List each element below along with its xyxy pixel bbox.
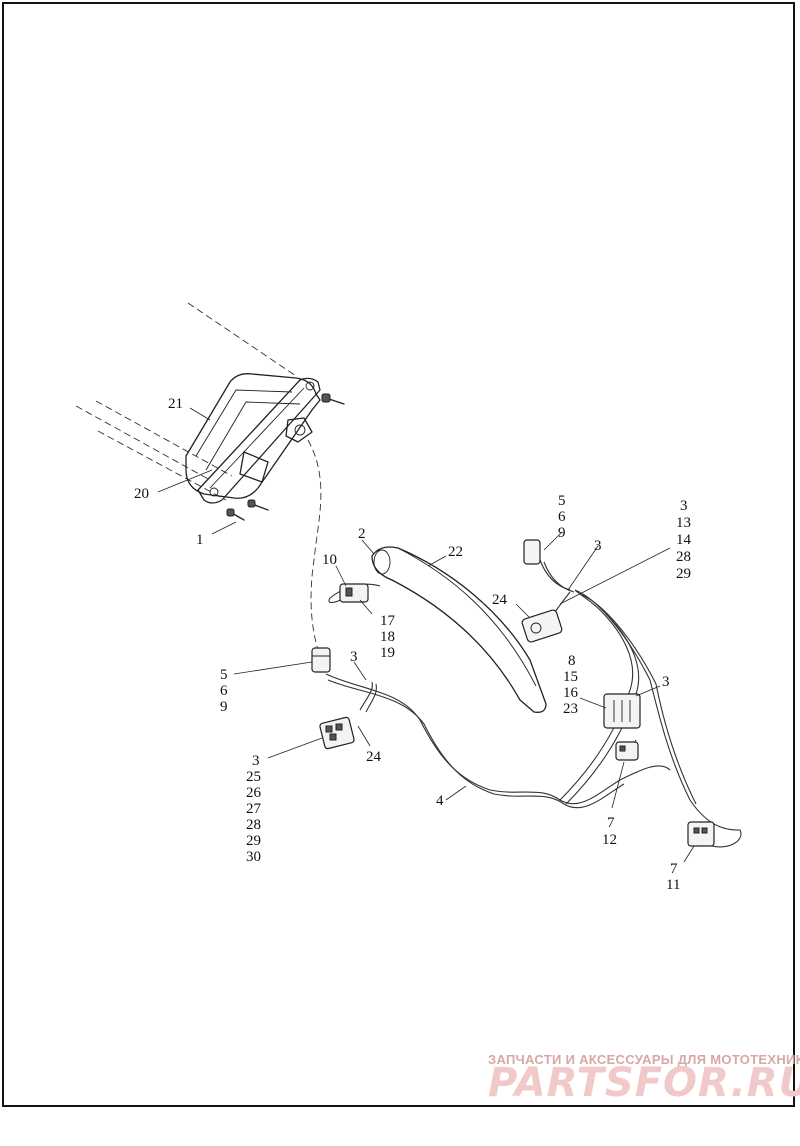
callout-20: 20 (134, 486, 149, 502)
callout-11: 11 (666, 877, 680, 893)
callout-24: 24 (492, 592, 508, 608)
callout-6: 6 (558, 509, 566, 525)
callout-15: 15 (563, 669, 578, 685)
connector-bottom-right (687, 821, 715, 847)
callout-5: 5 (220, 667, 228, 683)
alignment-lines (75, 302, 322, 651)
callout-16: 16 (563, 685, 579, 701)
callout-21: 21 (168, 396, 183, 412)
connector-left-top (311, 647, 331, 673)
callout-4: 4 (436, 793, 444, 809)
callout-10: 10 (322, 552, 337, 568)
callout-3: 3 (662, 674, 670, 690)
instrument-cluster (185, 373, 321, 504)
connector-small (615, 741, 639, 761)
callout-19: 19 (380, 645, 395, 661)
callout-labels: 21 20 1 2 22 10 17 18 19 5 6 9 3 3 25 26… (134, 396, 692, 893)
callout-28: 28 (246, 817, 261, 833)
callout-12: 12 (602, 832, 617, 848)
callout-17: 17 (380, 613, 396, 629)
callout-7: 7 (670, 861, 678, 877)
wire-harness (325, 559, 742, 848)
callout-3: 3 (594, 538, 602, 554)
connector-right-top (523, 539, 541, 565)
callout-3: 3 (350, 649, 358, 665)
watermark-logo: PARTSFOR.RU (488, 1060, 800, 1106)
harness-sleeve (371, 546, 547, 713)
callout-6: 6 (220, 683, 228, 699)
callout-23: 23 (563, 701, 578, 717)
callout-25: 25 (246, 769, 261, 785)
callout-1: 1 (196, 532, 204, 548)
callout-13: 13 (676, 515, 691, 531)
callout-24: 24 (366, 749, 382, 765)
callout-7: 7 (607, 815, 615, 831)
callout-28: 28 (676, 549, 691, 565)
callout-26: 26 (246, 785, 262, 801)
connector-upper (339, 583, 369, 603)
callout-9: 9 (220, 699, 228, 715)
callout-14: 14 (676, 532, 692, 548)
callout-3: 3 (680, 498, 688, 514)
connectors (311, 539, 715, 847)
callout-29: 29 (676, 566, 691, 582)
callout-22: 22 (448, 544, 463, 560)
connector-block (603, 693, 641, 729)
callout-8: 8 (568, 653, 576, 669)
leader-lines (157, 407, 695, 863)
callout-18: 18 (380, 629, 395, 645)
connector-left-plug (319, 716, 355, 750)
callout-9: 9 (558, 525, 566, 541)
screws (226, 393, 345, 521)
callout-3: 3 (252, 753, 260, 769)
connector-right-plug (521, 609, 563, 643)
callout-5: 5 (558, 493, 566, 509)
callout-29: 29 (246, 833, 261, 849)
callout-27: 27 (246, 801, 262, 817)
watermark-tagline: ЗАПЧАСТИ И АКСЕССУАРЫ ДЛЯ МОТОТЕХНИКИ (488, 1052, 800, 1067)
callout-2: 2 (358, 526, 366, 542)
page-frame (2, 2, 795, 1107)
callout-30: 30 (246, 849, 261, 865)
watermark: ЗАПЧАСТИ И АКСЕССУАРЫ ДЛЯ МОТОТЕХНИКИ PA… (488, 1052, 800, 1106)
